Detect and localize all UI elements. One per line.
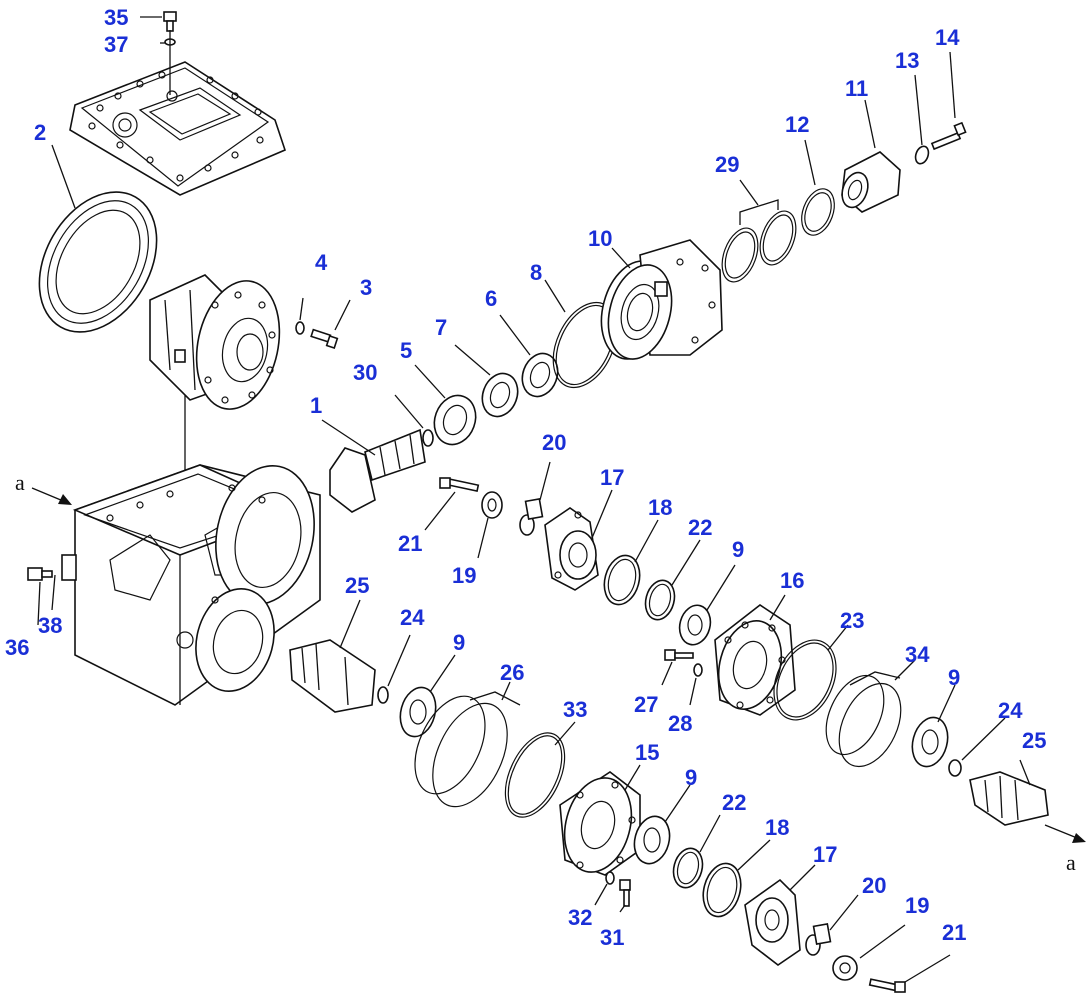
label-19a: 19	[452, 563, 476, 588]
label-25b: 25	[1022, 728, 1046, 753]
label-34: 34	[905, 642, 930, 667]
label-33: 33	[563, 697, 587, 722]
label-29: 29	[715, 152, 739, 177]
label-11: 11	[845, 76, 868, 101]
reference-a-right: a	[1066, 850, 1076, 875]
label-24b: 24	[998, 698, 1023, 723]
differential-case	[149, 274, 351, 545]
label-21b: 21	[942, 920, 966, 945]
label-1: 1	[310, 393, 322, 418]
pinion-coupling	[721, 51, 967, 283]
label-21a: 21	[398, 531, 422, 556]
pinion-assembly	[321, 314, 559, 513]
axle-housing	[27, 464, 321, 706]
label-19b: 19	[905, 893, 929, 918]
lower-output-assembly	[559, 764, 951, 993]
label-38: 38	[38, 613, 62, 638]
label-17b: 17	[813, 842, 837, 867]
label-27: 27	[634, 692, 658, 717]
label-5: 5	[400, 338, 412, 363]
lower-left-assembly	[289, 599, 576, 818]
label-22a: 22	[688, 515, 712, 540]
bearing-cage-right	[661, 594, 849, 721]
label-22b: 22	[722, 790, 746, 815]
label-8: 8	[530, 260, 542, 285]
label-9a: 9	[732, 537, 744, 562]
label-9c: 9	[453, 630, 465, 655]
label-16: 16	[780, 568, 804, 593]
label-15: 15	[635, 740, 659, 765]
label-9d: 9	[685, 765, 697, 790]
label-32: 32	[568, 905, 592, 930]
label-18a: 18	[648, 495, 672, 520]
label-24a: 24	[400, 605, 425, 630]
label-4: 4	[315, 250, 328, 275]
label-13: 13	[895, 48, 919, 73]
label-25a: 25	[345, 573, 369, 598]
label-36: 36	[5, 635, 29, 660]
right-output-assembly	[825, 659, 1086, 843]
top-cover	[69, 11, 286, 196]
ring-gear	[38, 144, 158, 333]
label-18b: 18	[765, 815, 789, 840]
label-2: 2	[34, 120, 46, 145]
label-3: 3	[360, 275, 372, 300]
reference-a-left: a	[15, 470, 25, 495]
label-26: 26	[500, 660, 524, 685]
label-9b: 9	[948, 665, 960, 690]
label-10: 10	[588, 226, 612, 251]
label-23: 23	[840, 608, 864, 633]
label-7: 7	[435, 315, 447, 340]
pinion-housing	[544, 239, 723, 389]
label-20a: 20	[542, 430, 566, 455]
label-35: 35	[104, 5, 128, 30]
label-6: 6	[485, 286, 497, 311]
label-30: 30	[353, 360, 377, 385]
upper-output-assembly	[424, 461, 736, 646]
label-14: 14	[935, 25, 960, 50]
label-37: 37	[104, 32, 128, 57]
label-20b: 20	[862, 873, 886, 898]
label-17a: 17	[600, 465, 624, 490]
label-28: 28	[668, 711, 692, 736]
part-labels: 35 37 2 4 3 30 5 7 6 1 8 10 29 12 11 13 …	[5, 5, 1076, 950]
label-12: 12	[785, 112, 809, 137]
label-31: 31	[600, 925, 624, 950]
